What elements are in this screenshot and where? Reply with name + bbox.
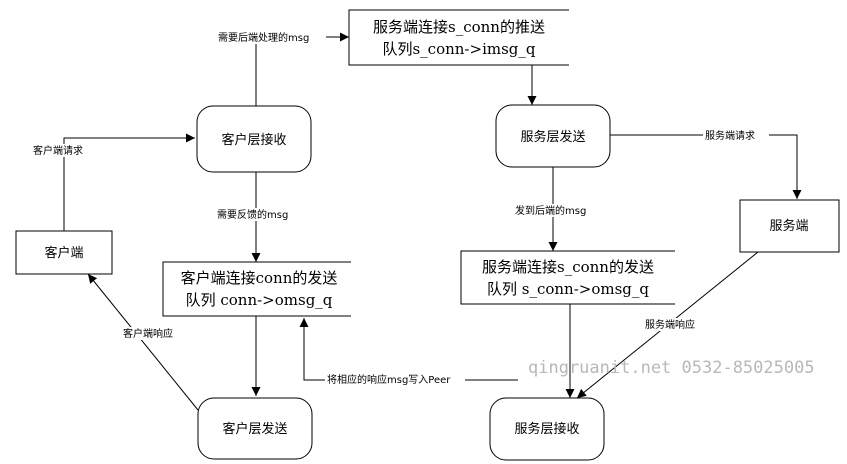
edge-labels: 需要后端处理的msg 客户端请求 服务端请求 需要反馈的msg 发到后端的msg…: [30, 31, 769, 386]
node-client-layer-send: 客户层发送: [197, 397, 313, 460]
watermark: qingruanit.net 0532-85025005: [528, 358, 815, 378]
server-layer-receive-label: 服务层接收: [514, 421, 579, 437]
server-send-queue-line2: 队列 s_conn->omsg_q: [487, 280, 649, 298]
label-sent-to-backend: 发到后端的msg: [515, 204, 586, 217]
node-server-layer-send: 服务层发送: [495, 104, 611, 168]
edge-client-request: [63, 133, 195, 231]
client-layer-send-label: 客户层发送: [222, 421, 287, 437]
edge-write-to-peer: [299, 318, 518, 381]
push-queue-line1: 服务端连接s_conn的推送: [373, 18, 545, 36]
client-layer-receive-label: 客户层接收: [221, 132, 286, 148]
client-send-queue-line2: 队列 conn->omsg_q: [186, 291, 333, 309]
node-server: 服务端: [739, 199, 840, 253]
node-client-layer-receive: 客户层接收: [196, 105, 312, 173]
label-client-response: 客户端响应: [123, 327, 173, 340]
label-write-to-peer: 将相应的响应msg写入Peer: [327, 373, 451, 386]
node-server-send-queue: 服务端连接s_conn的发送 队列 s_conn->omsg_q: [460, 250, 675, 305]
server-label: 服务端: [769, 218, 808, 234]
node-client: 客户端: [15, 230, 113, 275]
label-server-response: 服务端响应: [645, 318, 695, 331]
edge-needs-backend-processing: [255, 32, 349, 106]
node-client-send-queue: 客户端连接conn的发送 队列 conn->omsg_q: [162, 261, 351, 317]
label-needs-feedback: 需要反馈的msg: [217, 208, 288, 221]
node-server-layer-receive: 服务层接收: [489, 397, 605, 461]
push-queue-line2: 队列s_conn->imsg_q: [382, 40, 535, 58]
client-label: 客户端: [44, 245, 83, 261]
server-send-queue-line1: 服务端连接s_conn的发送: [482, 258, 654, 276]
edge-client-response: [87, 273, 199, 411]
label-needs-backend-processing: 需要后端处理的msg: [218, 31, 309, 44]
client-send-queue-line1: 客户端连接conn的发送: [181, 269, 338, 287]
server-layer-send-label: 服务层发送: [520, 129, 585, 145]
label-server-request: 服务端请求: [705, 129, 755, 142]
node-push-queue: 服务端连接s_conn的推送 队列s_conn->imsg_q: [348, 9, 569, 66]
label-client-request: 客户端请求: [33, 144, 83, 157]
edge-server-request: [610, 134, 802, 199]
nodes: 服务端连接s_conn的推送 队列s_conn->imsg_q 客户层接收 服务…: [15, 9, 840, 461]
edges: [63, 32, 802, 411]
